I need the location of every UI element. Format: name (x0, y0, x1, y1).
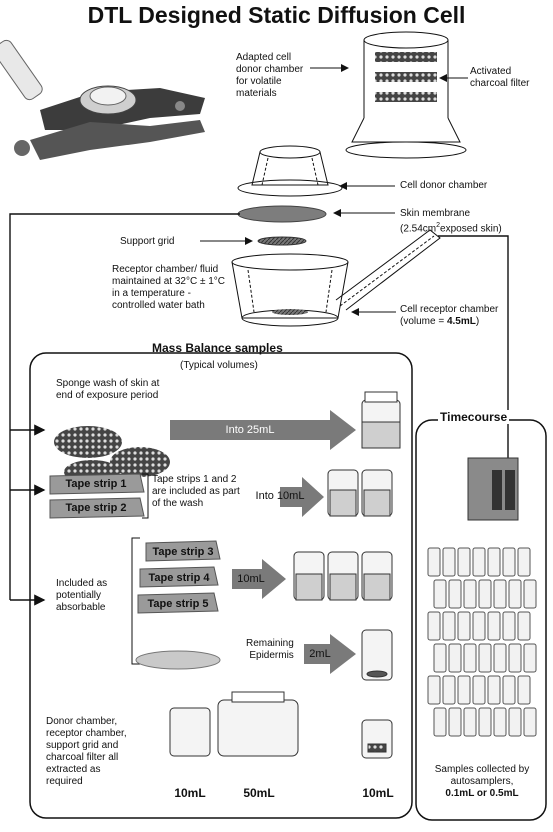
sample-vial (487, 547, 501, 577)
sample-vial (433, 707, 447, 737)
sample-vial (508, 643, 522, 673)
timecourse-title: Timecourse (438, 410, 510, 424)
sample-vial (457, 547, 471, 577)
vials (169, 391, 401, 759)
support-grid-label: Support grid (120, 236, 175, 247)
sample-vial (442, 547, 456, 577)
vol-2-label: 2mL (309, 648, 331, 660)
arrow-into-10 (280, 477, 324, 517)
support-grid (257, 236, 307, 246)
absorbable-label: Included as potentially absorbable (56, 578, 108, 613)
adapted-donor-label: Adapted cell donor chamber for volatile … (236, 52, 304, 99)
typical-volumes: (Typical volumes) (180, 360, 258, 371)
sample-vial (472, 611, 486, 641)
diffusion-cell-photo (0, 39, 205, 160)
sample-vial (463, 707, 477, 737)
skin-membrane (237, 205, 327, 223)
arrow-2ml (304, 634, 356, 674)
cell-donor-chamber (237, 145, 343, 197)
tape-bracket (142, 473, 149, 519)
skin-membrane-label: Skin membrane (2.54cm2exposed skin) (400, 208, 502, 235)
diagram-title: DTL Designed Static Diffusion Cell (87, 2, 466, 28)
sample-vial (478, 579, 492, 609)
remaining-epidermis-label: Remaining Epidermis (246, 638, 294, 661)
timecourse-vial-grid (427, 547, 537, 737)
receptor-chamber (231, 229, 441, 327)
sample-vial (493, 707, 507, 737)
sample-vial (493, 579, 507, 609)
cell-receptor-label: Cell receptor chamber (volume = 4.5mL) (400, 304, 499, 327)
jar-3-volume: 10mL (362, 786, 394, 800)
mass-balance-box (29, 352, 413, 819)
sample-vial (487, 675, 501, 705)
sample-vial (472, 675, 486, 705)
sample-vial (523, 707, 537, 737)
arrow-into-25 (170, 410, 356, 450)
charcoal-filter-label: Activated charcoal filter (470, 66, 530, 89)
sample-vial (517, 611, 531, 641)
sponge-wash-label: Sponge wash of skin at end of exposure p… (56, 378, 160, 401)
sample-vial (448, 707, 462, 737)
sample-vial (523, 643, 537, 673)
tape-strip-5: Tape strip 5 (147, 598, 209, 610)
sample-vial (463, 579, 477, 609)
absorbable-bracket (131, 537, 140, 665)
remaining-epidermis (135, 650, 221, 670)
distribution-line (9, 213, 509, 606)
tape-strip-1: Tape strip 1 (65, 478, 127, 490)
cell-donor-label: Cell donor chamber (400, 180, 488, 191)
sample-vial (502, 611, 516, 641)
sample-vial (472, 547, 486, 577)
sample-vial (508, 707, 522, 737)
sample-vial (442, 611, 456, 641)
sample-vial (448, 579, 462, 609)
sample-vial (427, 675, 441, 705)
label-arrows (200, 64, 468, 316)
sample-vial (502, 547, 516, 577)
sample-vial (457, 675, 471, 705)
sample-vial (427, 611, 441, 641)
sample-vial (457, 611, 471, 641)
sample-vial (427, 547, 441, 577)
into-10-label: Into 10mL (255, 490, 305, 502)
jar-1-volume: 10mL (174, 786, 206, 800)
sample-vial (502, 675, 516, 705)
tape-note: Tape strips 1 and 2 are included as part… (152, 474, 240, 509)
sample-vial (523, 579, 537, 609)
adapted-donor-chamber (345, 31, 467, 159)
sample-vial (463, 643, 477, 673)
sample-vial (493, 643, 507, 673)
sample-vial (433, 579, 447, 609)
tape-strip-3: Tape strip 3 (152, 546, 214, 558)
sample-vial (517, 675, 531, 705)
arrow-10ml (232, 559, 286, 599)
sample-vial (517, 547, 531, 577)
sample-vial (508, 579, 522, 609)
sample-vial (442, 675, 456, 705)
autosampler (467, 457, 519, 521)
vol-10-label: 10mL (237, 573, 265, 585)
sample-vial (433, 643, 447, 673)
into-25-label: Into 25mL (225, 424, 275, 436)
receptor-fluid-label: Receptor chamber/ fluid maintained at 32… (112, 264, 225, 311)
sample-vial (487, 611, 501, 641)
sample-vial (478, 643, 492, 673)
tape-strip-4: Tape strip 4 (148, 572, 210, 584)
jar-2-volume: 50mL (243, 786, 275, 800)
tape-strip-2: Tape strip 2 (65, 502, 127, 514)
sample-vial (448, 643, 462, 673)
donor-note: Donor chamber, receptor chamber, support… (46, 716, 127, 787)
timecourse-note: Samples collected by autosamplers, 0.1mL… (434, 764, 530, 799)
mass-balance-title: Mass Balance samples (152, 341, 283, 355)
tape-strips (49, 473, 221, 614)
sample-vial (478, 707, 492, 737)
